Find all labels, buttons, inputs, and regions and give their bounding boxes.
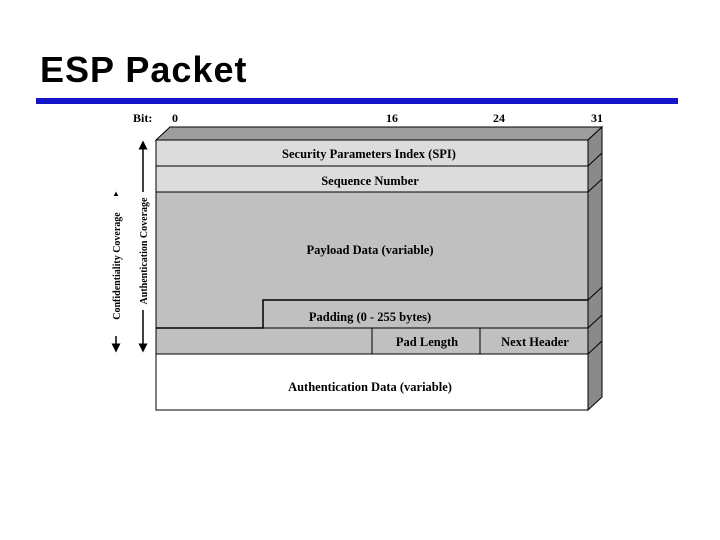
bit-axis-prefix: Bit: bbox=[133, 111, 152, 125]
sequence-number-field bbox=[155, 165, 589, 193]
bit-tick-31: 31 bbox=[591, 111, 603, 125]
bit-tick-0: 0 bbox=[172, 111, 178, 125]
title-rule bbox=[36, 98, 678, 104]
confidentiality-label-backdrop bbox=[109, 196, 123, 336]
authentication-data-label: Authentication Data (variable) bbox=[288, 380, 452, 394]
bit-tick-24: 24 bbox=[493, 111, 505, 125]
sequence-number-label: Sequence Number bbox=[321, 174, 419, 188]
payload-data-label: Payload Data (variable) bbox=[306, 243, 433, 257]
authentication-label-backdrop bbox=[136, 192, 150, 310]
authentication-data-field bbox=[155, 353, 589, 411]
payload-padding-region bbox=[155, 191, 589, 355]
packet-side-face bbox=[587, 125, 603, 412]
spi-label: Security Parameters Index (SPI) bbox=[282, 147, 456, 161]
pad-length-label: Pad Length bbox=[396, 335, 458, 349]
packet-top-face bbox=[154, 126, 604, 141]
confidentiality-coverage-label: Confidentiality Coverage bbox=[112, 212, 123, 320]
next-header-label: Next Header bbox=[501, 335, 569, 349]
padding-label: Padding (0 - 255 bytes) bbox=[309, 310, 431, 324]
slide-title: ESP Packet bbox=[40, 49, 248, 90]
bit-tick-16: 16 bbox=[386, 111, 398, 125]
authentication-coverage-label: Authentication Coverage bbox=[139, 197, 150, 304]
side-field-edges bbox=[587, 152, 603, 355]
